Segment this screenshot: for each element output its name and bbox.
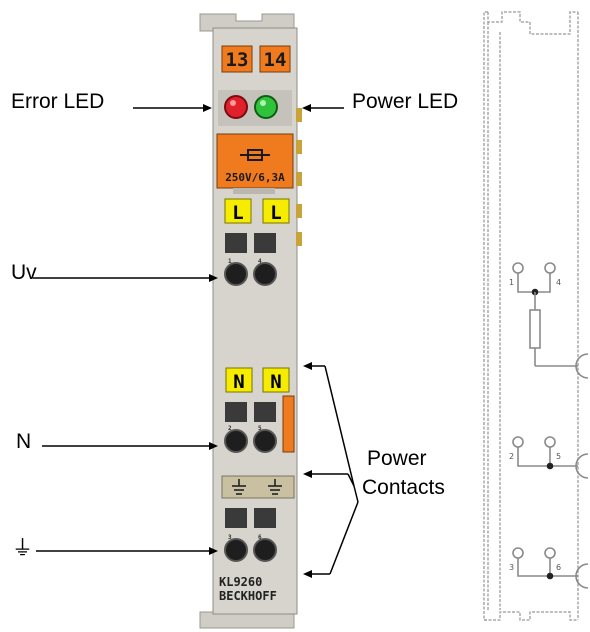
power-contact-arrow-ground [303,470,312,478]
side-contact [296,232,302,246]
schematic-terminal-1 [512,262,524,274]
ground-label-plate [221,475,295,499]
ground-arrow [209,547,218,555]
uv-arrow [209,274,218,282]
l-label-1: L [232,202,243,224]
uv-spring-1 [224,262,248,286]
fuse-plate [216,133,294,189]
brand-name: BECKHOFF [219,589,277,603]
callouts: Error LED Power LED Uv N ⏚ Power Contact… [11,90,458,578]
model-number: KL9260 [219,575,262,589]
error-led-label: Error LED [11,90,104,113]
power-contacts-label-line2: Contacts [362,476,445,499]
ground-terminal-block: 3 6 [224,508,277,562]
led-number-14: 14 [264,49,287,71]
uv-label: Uv [11,261,37,284]
n-arrow [209,442,218,450]
n-pin-2: 2 [228,425,232,432]
error-led-arrow [203,104,212,112]
fuse-rating: 250V/6,3A [225,171,285,184]
schematic-terminal-5 [544,436,556,448]
n-label-1: N [233,371,244,393]
n-terminal-block: 2 5 [224,402,277,453]
l-contact-label-1 [224,198,252,224]
schematic-outline [483,11,579,621]
gnd-pin-3: 3 [228,534,232,541]
gnd-pin-6: 6 [258,534,262,541]
schematic-fuse [529,309,541,349]
uv-spring-2 [253,262,277,286]
led-number-13-bg [221,45,253,73]
schem-num-4: 4 [556,278,561,287]
schematic-terminal-2 [512,436,524,448]
l-contact-label-2 [262,198,290,224]
schematic-numbers: 1 4 2 5 3 6 [509,278,561,572]
n-contact-label-1 [225,367,253,393]
n-spring-1 [224,429,248,453]
schematic-terminal-6 [544,547,556,559]
bus-terminal: 13 14 250V/6,3A L L 1 4 [199,13,302,629]
ground-spring-2 [253,538,277,562]
fuse-slot [233,188,275,194]
error-led-highlight [230,100,236,106]
schem-num-2: 2 [509,452,514,461]
side-contact [296,204,302,218]
power-contacts-leaders [312,365,359,575]
schematic-terminal-4 [544,262,556,274]
ground-icon [268,479,282,495]
schem-num-6: 6 [556,563,561,572]
uv-pin-1: 1 [228,258,232,265]
n-pin-5: 5 [258,425,262,432]
uv-pin-4: 4 [258,258,262,265]
l-label-2: L [270,202,281,224]
led-number-13: 13 [226,49,249,71]
n-spring-2 [253,429,277,453]
side-contact [296,140,302,154]
schematic-circuit [512,262,589,589]
schem-num-3: 3 [509,563,514,572]
schem-num-1: 1 [509,278,514,287]
side-contact [296,108,302,122]
schematic-terminal-3 [512,547,524,559]
uv-terminal-block: 1 4 [224,233,277,286]
n-label-2: N [270,371,281,393]
power-led-highlight [260,100,266,106]
error-led [224,95,248,119]
power-led [254,95,278,119]
led-number-14-bg [259,45,291,73]
n-label: N [16,430,31,453]
n-contact-label-2 [262,367,290,393]
ground-symbol-label: ⏚ [12,537,33,560]
ground-icon [232,479,246,495]
power-led-arrow [302,104,311,112]
power-led-label: Power LED [352,90,458,113]
ground-spring-1 [224,538,248,562]
power-contact-arrow-bottom [303,570,312,578]
schem-num-5: 5 [556,452,561,461]
fuse-icon [240,149,270,161]
power-contact-arrow-n [303,362,312,370]
side-contact [296,172,302,186]
power-contacts-label-line1: Power [367,447,427,470]
orange-strip [282,395,295,453]
